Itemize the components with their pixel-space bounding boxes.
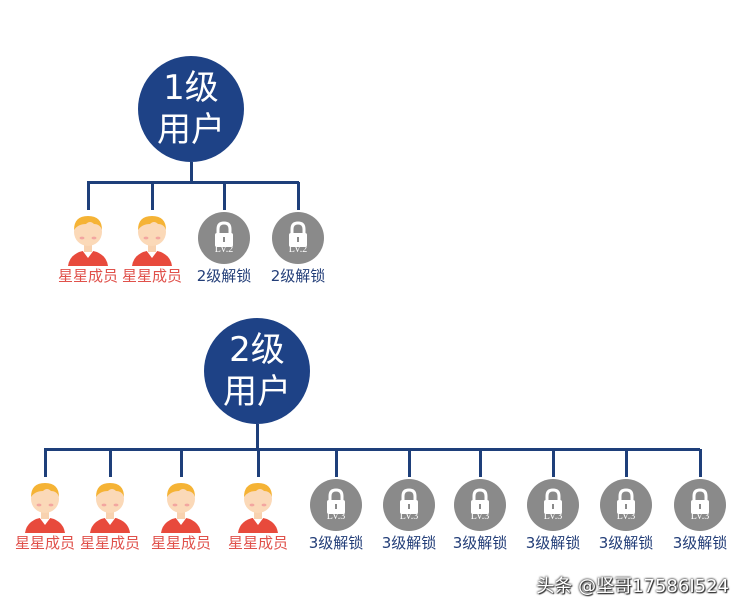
level2-drop-line: [408, 449, 411, 477]
level2-title-line2: 用户: [223, 372, 291, 412]
node-label: 星星成员: [227, 534, 288, 552]
level2-drop-line: [109, 449, 112, 477]
level-badge: LV.3: [616, 511, 636, 522]
level-badge: LV.3: [399, 511, 419, 522]
node-label: 3级解锁: [598, 534, 654, 552]
lock-icon: [527, 479, 579, 531]
level2-drop-line: [479, 449, 482, 477]
node-label: 3级解锁: [525, 534, 581, 552]
level2-user-circle: 2级 用户: [204, 318, 310, 424]
node-label: 星星成员: [150, 534, 211, 552]
level2-locked-node: LV.3 3级解锁: [444, 477, 516, 557]
level2-drop-line: [44, 449, 47, 477]
level1-member-node: 星星成员: [52, 210, 124, 290]
level1-drop-line: [297, 182, 300, 210]
level2-drop-line: [625, 449, 628, 477]
level1-title-line1: 1级: [163, 68, 219, 108]
node-label: 3级解锁: [452, 534, 508, 552]
member-avatar-icon: [132, 216, 172, 266]
level2-locked-node: LV.3 3级解锁: [517, 477, 589, 557]
level1-title-line2: 用户: [157, 110, 225, 150]
level2-stem: [256, 424, 259, 450]
level1-locked-node: LV.2 2级解锁: [188, 210, 260, 290]
lock-icon: [454, 479, 506, 531]
level1-user-circle: 1级 用户: [138, 56, 244, 162]
watermark-text: 头条 @坚哥17586I524: [536, 576, 729, 597]
level-badge: LV.3: [326, 511, 346, 522]
node-label: 星星成员: [79, 534, 140, 552]
member-avatar-icon: [90, 483, 130, 533]
level2-member-node: 星星成员: [74, 477, 146, 557]
level2-drop-line: [552, 449, 555, 477]
node-label: 星星成员: [14, 534, 75, 552]
level-badge: LV.2: [288, 244, 308, 255]
level-badge: LV.3: [470, 511, 490, 522]
lock-icon: [383, 479, 435, 531]
level2-locked-node: LV.3 3级解锁: [590, 477, 662, 557]
level2-locked-node: LV.3 3级解锁: [373, 477, 445, 557]
level1-drop-line: [87, 182, 90, 210]
node-label: 3级解锁: [381, 534, 437, 552]
member-avatar-icon: [238, 483, 278, 533]
lock-icon: [198, 212, 250, 264]
level2-locked-node: LV.3 3级解锁: [300, 477, 372, 557]
level2-locked-node: LV.3 3级解锁: [664, 477, 736, 557]
lock-icon: [674, 479, 726, 531]
lock-icon: [600, 479, 652, 531]
node-label: 星星成员: [57, 267, 118, 285]
level-badge: LV.3: [543, 511, 563, 522]
node-label: 3级解锁: [672, 534, 728, 552]
node-label: 星星成员: [121, 267, 182, 285]
level1-stem: [190, 162, 193, 182]
level1-drop-line: [223, 182, 226, 210]
level2-drop-line: [335, 449, 338, 477]
level-badge: LV.2: [214, 244, 234, 255]
level2-bar: [44, 448, 700, 451]
level1-drop-line: [151, 182, 154, 210]
member-avatar-icon: [161, 483, 201, 533]
level2-member-node: 星星成员: [145, 477, 217, 557]
member-avatar-icon: [25, 483, 65, 533]
lock-icon: [272, 212, 324, 264]
level2-member-node: 星星成员: [222, 477, 294, 557]
level2-drop-line: [257, 449, 260, 477]
level2-drop-line: [180, 449, 183, 477]
level2-title-line1: 2级: [229, 330, 285, 370]
member-avatar-icon: [68, 216, 108, 266]
lock-icon: [310, 479, 362, 531]
node-label: 2级解锁: [196, 267, 252, 285]
level2-drop-line: [699, 449, 702, 477]
level2-member-node: 星星成员: [9, 477, 81, 557]
level1-member-node: 星星成员: [116, 210, 188, 290]
node-label: 2级解锁: [270, 267, 326, 285]
node-label: 3级解锁: [308, 534, 364, 552]
level1-bar: [87, 181, 299, 184]
level-badge: LV.3: [690, 511, 710, 522]
level1-locked-node: LV.2 2级解锁: [262, 210, 334, 290]
